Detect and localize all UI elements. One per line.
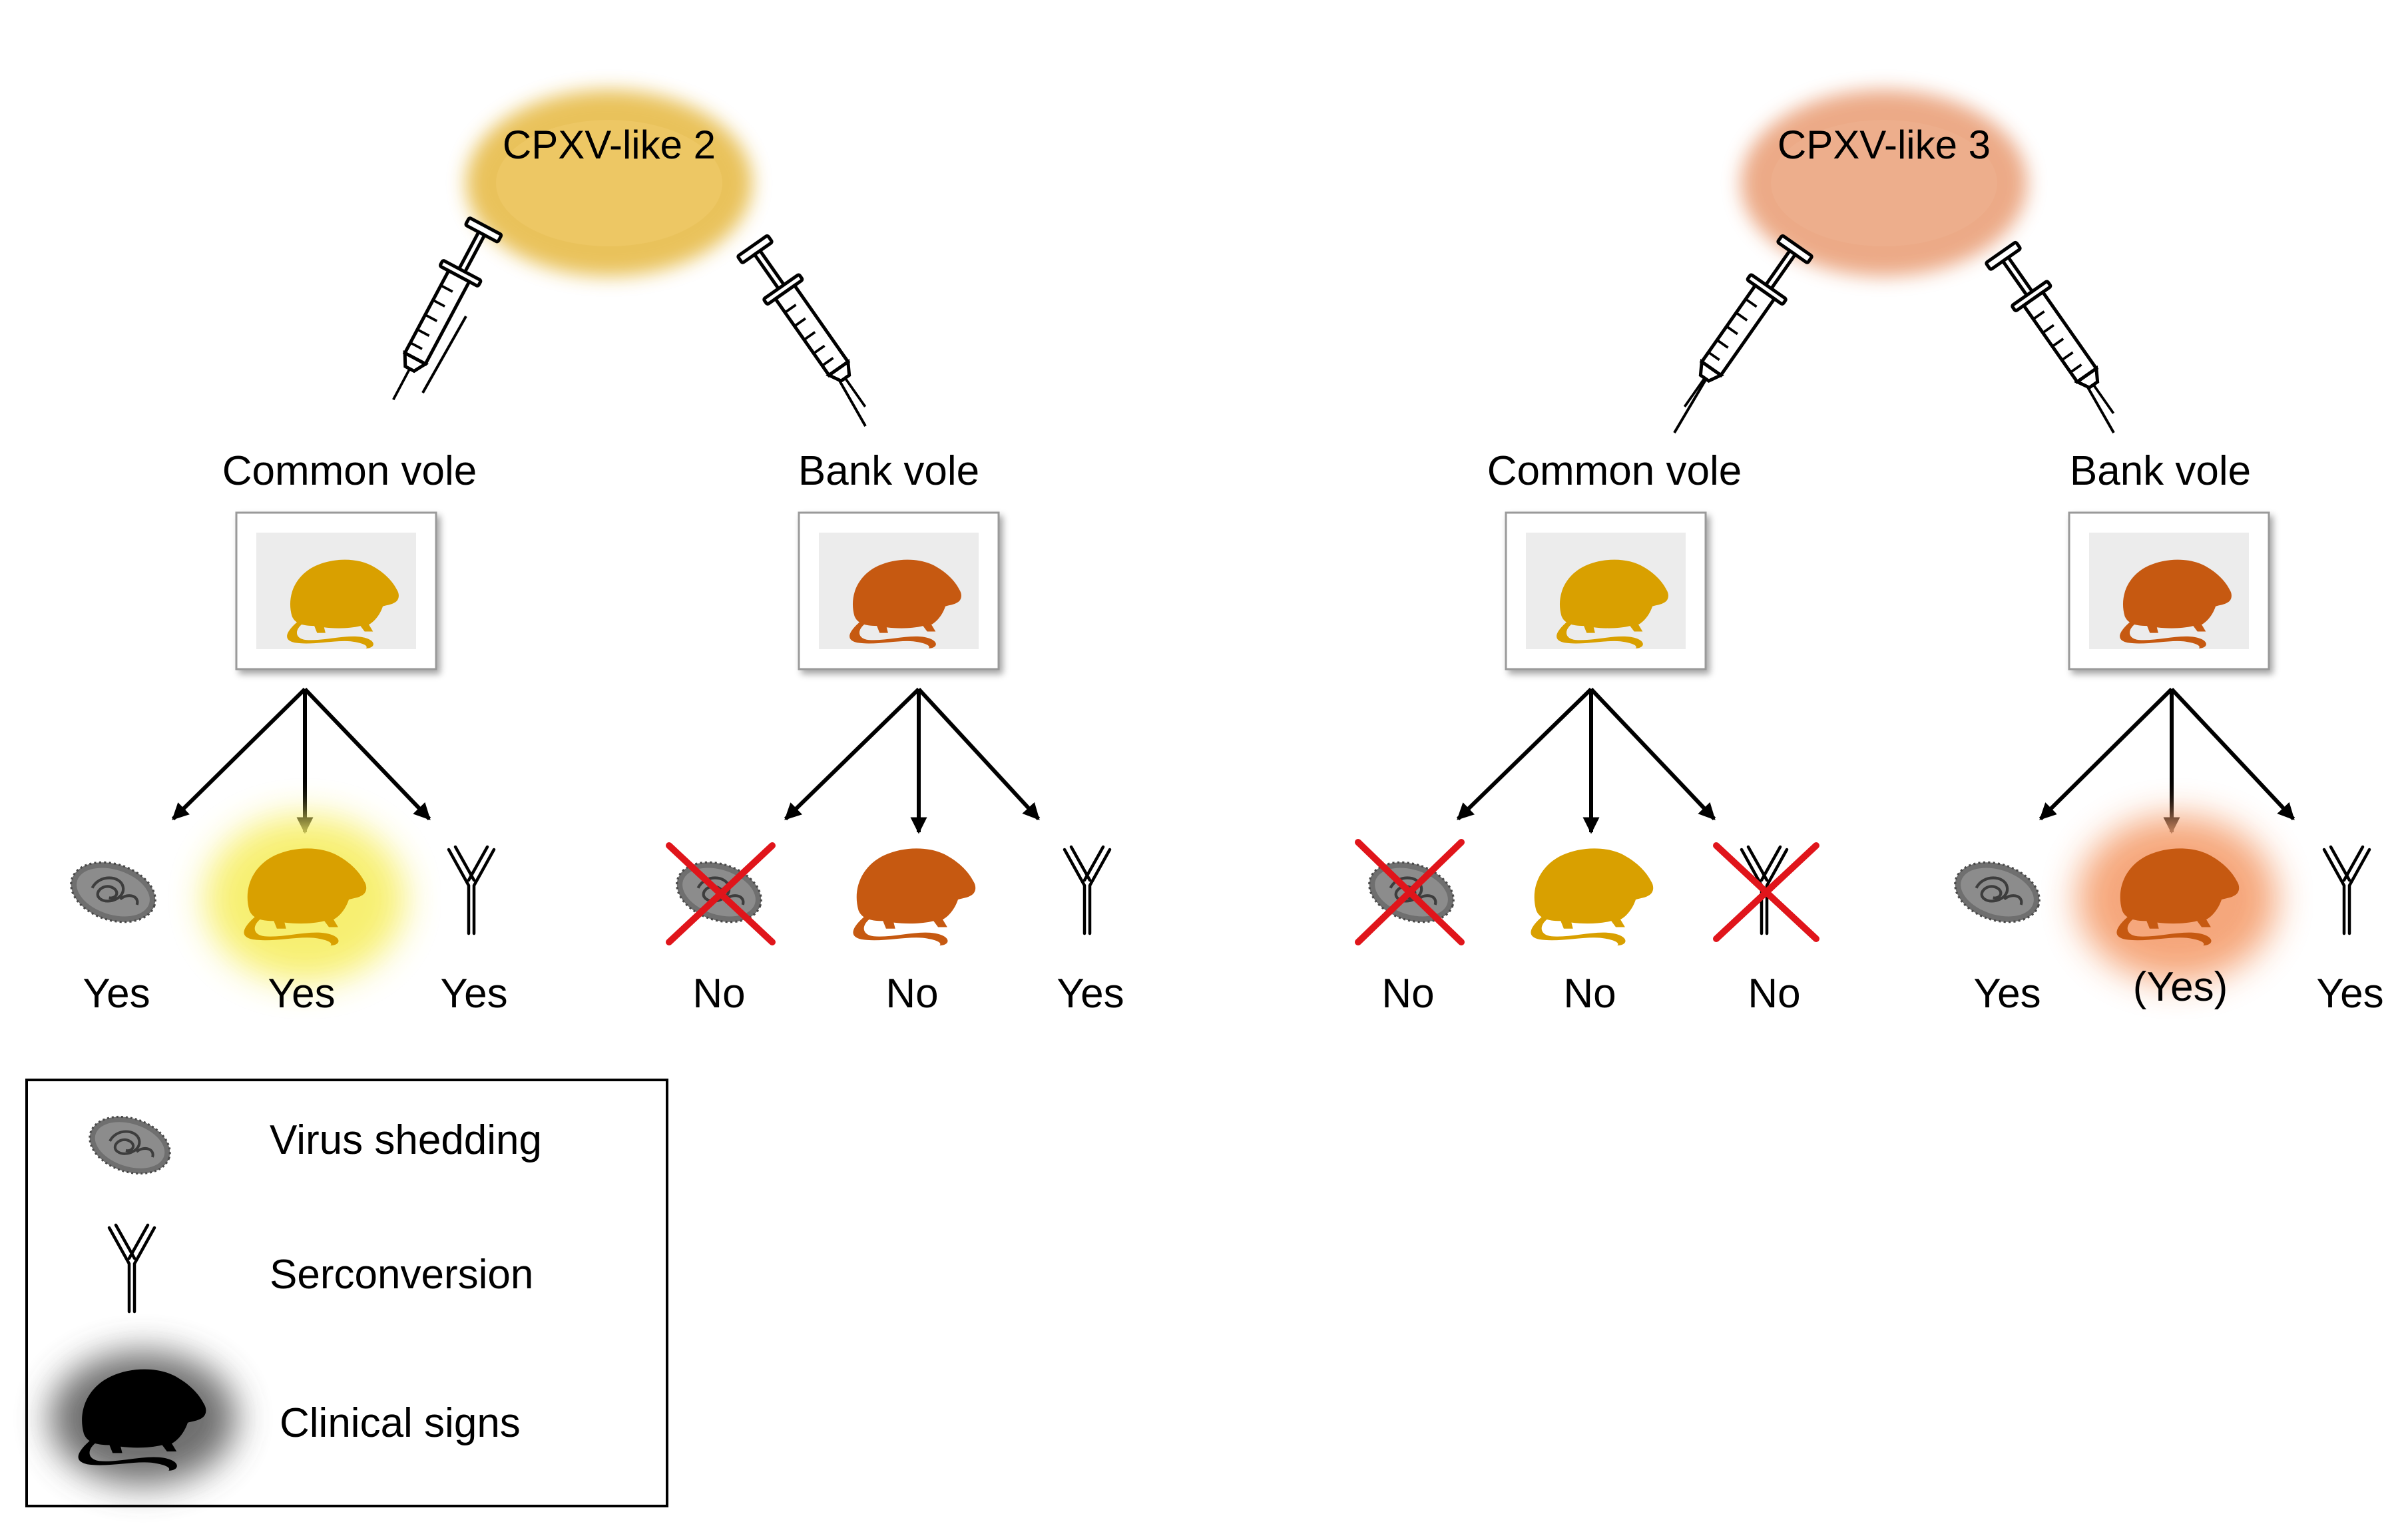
antibody-icon bbox=[2324, 847, 2369, 933]
syringe-icon bbox=[735, 234, 883, 427]
clinical-signs-icon bbox=[50, 1352, 236, 1485]
legend-label: Serconversion bbox=[270, 1252, 533, 1298]
cross-icon bbox=[1355, 839, 1465, 945]
host-label-bank-vole: Bank vole bbox=[798, 448, 979, 494]
legend-label: Clinical signs bbox=[280, 1400, 521, 1446]
answer-label: No bbox=[1381, 971, 1434, 1017]
answer-label: No bbox=[885, 971, 938, 1017]
legend-label: Virus shedding bbox=[270, 1117, 542, 1163]
syringe-icon bbox=[1667, 234, 1815, 434]
answer-label: Yes bbox=[2316, 971, 2383, 1017]
virus-label-cpxv-like-3: CPXV-like 3 bbox=[1778, 123, 1991, 167]
antibody-icon bbox=[1065, 847, 1110, 933]
clinical-signs-icon bbox=[1531, 848, 1654, 946]
answer-label: Yes bbox=[83, 971, 150, 1017]
antibody-icon bbox=[1713, 842, 1819, 942]
antibody-icon bbox=[449, 847, 494, 933]
host-label-bank-vole: Bank vole bbox=[2070, 448, 2251, 494]
virus-shedding-icon bbox=[1947, 852, 2047, 932]
answer-label: Yes bbox=[268, 971, 335, 1017]
answer-label: Yes bbox=[440, 971, 507, 1017]
virus-label-cpxv-like-2: CPXV-like 2 bbox=[503, 123, 716, 167]
cross-icon bbox=[666, 842, 776, 945]
virus-shedding-icon bbox=[666, 842, 776, 945]
virus-shedding-icon bbox=[1355, 839, 1465, 945]
virus-shedding-icon bbox=[63, 852, 163, 932]
answer-label: Yes bbox=[1973, 971, 2041, 1017]
syringe-icon bbox=[1983, 240, 2131, 433]
host-label-common-vole: Common vole bbox=[222, 448, 477, 494]
answer-label: No bbox=[1563, 971, 1616, 1017]
outcome-arrows bbox=[171, 687, 1041, 834]
clinical-signs-icon bbox=[2077, 816, 2277, 982]
cross-icon bbox=[1713, 842, 1819, 942]
syringe-icon bbox=[374, 216, 505, 410]
host-frame-bank-vole bbox=[2068, 511, 2270, 670]
answer-label: No bbox=[692, 971, 745, 1017]
virus-cloud-cpxv-like-3 bbox=[1741, 90, 2027, 276]
virus-cloud-cpxv-like-2 bbox=[466, 90, 752, 276]
panel-cpxv-like-2: CPXV-like 2 Common vole Bank vole bbox=[63, 90, 1124, 1017]
host-frame-common-vole bbox=[1505, 511, 1707, 670]
host-frame-bank-vole bbox=[798, 511, 1000, 670]
legend: Virus shedding Serconversion Clinical si… bbox=[25, 1079, 668, 1507]
answer-label: No bbox=[1748, 971, 1800, 1017]
host-label-common-vole: Common vole bbox=[1487, 448, 1742, 494]
clinical-signs-icon bbox=[205, 816, 405, 982]
host-frame-common-vole bbox=[235, 511, 437, 670]
panel-cpxv-like-3: CPXV-like 3 Common vole Bank vole bbox=[1355, 90, 2384, 1017]
answer-label: Yes bbox=[1057, 971, 1124, 1017]
answer-label: (Yes) bbox=[2133, 964, 2228, 1010]
clinical-signs-icon bbox=[853, 848, 976, 946]
outcome-arrows bbox=[1456, 687, 2295, 834]
